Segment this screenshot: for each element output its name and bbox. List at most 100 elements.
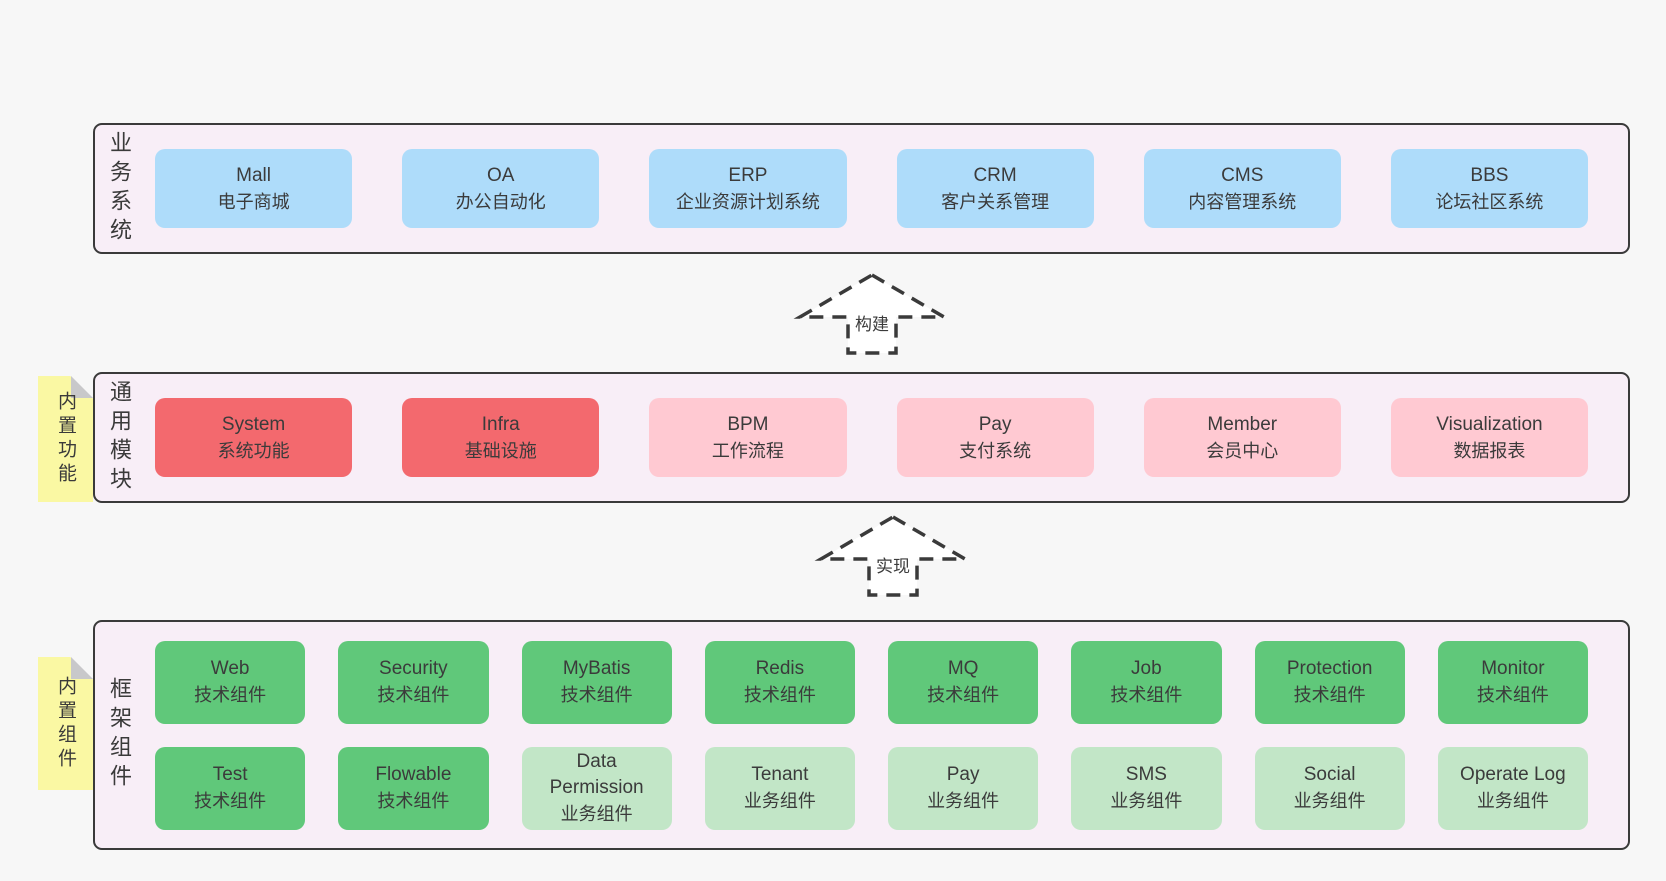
sticky-components-label: 内置组件 bbox=[55, 675, 76, 772]
box-title: BBS bbox=[1470, 164, 1509, 186]
box-subtitle: 基础设施 bbox=[464, 440, 537, 461]
box-title: CMS bbox=[1221, 164, 1264, 186]
sticky-functions-label: 内置功能 bbox=[55, 391, 76, 487]
box-subtitle: 企业资源计划系统 bbox=[675, 191, 820, 212]
box-title: Web bbox=[210, 658, 250, 679]
box-flowable: Flowable 技术组件 bbox=[338, 746, 489, 830]
box-mybatis: MyBatis 技术组件 bbox=[521, 640, 672, 724]
box-subtitle: 技术组件 bbox=[377, 685, 450, 705]
box-erp: ERP 企业资源计划系统 bbox=[649, 149, 847, 228]
box-pay: Pay 支付系统 bbox=[896, 398, 1094, 477]
box-web: Web 技术组件 bbox=[155, 640, 306, 724]
box-pay: Pay 业务组件 bbox=[888, 746, 1039, 830]
box-title: Tenant bbox=[751, 764, 809, 785]
box-subtitle: 论坛社区系统 bbox=[1435, 191, 1544, 212]
implement-arrow-label: 实现 bbox=[876, 557, 910, 576]
box-title: Monitor bbox=[1481, 658, 1545, 679]
box-subtitle: 业务组件 bbox=[1110, 791, 1183, 811]
box-title: Member bbox=[1207, 413, 1278, 435]
box-title: Test bbox=[212, 764, 248, 785]
box-member: Member 会员中心 bbox=[1143, 398, 1341, 477]
up-arrow-icon bbox=[793, 272, 951, 355]
panel-framework-label: 框架组件 bbox=[107, 677, 132, 793]
box-subtitle: 技术组件 bbox=[743, 685, 816, 705]
box-redis: Redis 技术组件 bbox=[704, 640, 855, 724]
box-title: Flowable bbox=[375, 764, 452, 785]
box-subtitle: 系统功能 bbox=[217, 440, 290, 461]
box-tenant: Tenant 业务组件 bbox=[704, 746, 855, 830]
box-subtitle: 数据报表 bbox=[1453, 440, 1526, 461]
box-title: Job bbox=[1131, 658, 1162, 679]
box-operate-log: Operate Log 业务组件 bbox=[1437, 746, 1588, 830]
box-cms: CMS 内容管理系统 bbox=[1143, 149, 1341, 228]
box-title: Mall bbox=[236, 164, 271, 186]
box-title: MQ bbox=[947, 658, 979, 679]
box-subtitle: 业务组件 bbox=[1476, 791, 1549, 811]
box-subtitle: 电子商城 bbox=[217, 191, 290, 212]
box-oa: OA 办公自动化 bbox=[402, 149, 600, 228]
box-title: Protection bbox=[1286, 658, 1373, 679]
component-row: Mall 电子商城 OA 办公自动化 ERP 企业资源计划系统 CRM 客户关系管理 CMS 内容… bbox=[155, 149, 1589, 228]
box-title: System bbox=[221, 413, 286, 435]
box-protection: Protection 技术组件 bbox=[1254, 640, 1405, 724]
box-subtitle: 办公自动化 bbox=[455, 191, 546, 212]
box-subtitle: 业务组件 bbox=[927, 791, 1000, 811]
panel-business-systems: 业务系统 Mall 电子商城 OA 办公自动化 ERP 企业资源计划系统 CRM 客户关系管理… bbox=[93, 123, 1630, 254]
box-subtitle: 内容管理系统 bbox=[1188, 191, 1297, 212]
box-test: Test 技术组件 bbox=[155, 746, 306, 830]
box-title: Pay bbox=[946, 764, 980, 785]
box-mall: Mall 电子商城 bbox=[155, 149, 353, 228]
box-visualization: Visualization 数据报表 bbox=[1390, 398, 1589, 477]
box-subtitle: 会员中心 bbox=[1206, 440, 1279, 461]
box-title: Redis bbox=[755, 658, 805, 679]
implement-arrow: 实现 bbox=[814, 514, 972, 597]
box-system: System 系统功能 bbox=[155, 398, 353, 477]
box-subtitle: 技术组件 bbox=[1293, 685, 1366, 705]
box-bbs: BBS 论坛社区系统 bbox=[1390, 149, 1589, 228]
box-title: ERP bbox=[728, 164, 768, 186]
box-monitor: Monitor 技术组件 bbox=[1437, 640, 1588, 724]
panel-business-label: 业务系统 bbox=[107, 130, 132, 247]
box-subtitle: 技术组件 bbox=[560, 685, 633, 705]
box-title: MyBatis bbox=[562, 658, 631, 679]
box-infra: Infra 基础设施 bbox=[402, 398, 600, 477]
box-subtitle: 技术组件 bbox=[1476, 685, 1549, 705]
box-sms: SMS 业务组件 bbox=[1071, 746, 1222, 830]
sticky-built-in-components: 内置组件 bbox=[38, 657, 93, 790]
box-subtitle: 技术组件 bbox=[927, 685, 1000, 705]
box-subtitle: 业务组件 bbox=[1293, 791, 1366, 811]
panel-business-rows: Mall 电子商城 OA 办公自动化 ERP 企业资源计划系统 CRM 客户关系管理 CMS 内容… bbox=[155, 125, 1589, 252]
box-title: Operate Log bbox=[1460, 764, 1566, 785]
box-title: Visualization bbox=[1436, 413, 1543, 435]
box-title: Social bbox=[1303, 764, 1356, 785]
box-title: CRM bbox=[973, 164, 1017, 186]
box-subtitle: 支付系统 bbox=[959, 440, 1032, 461]
build-arrow-label: 构建 bbox=[855, 315, 889, 334]
box-subtitle: 工作流程 bbox=[711, 440, 784, 461]
box-subtitle: 技术组件 bbox=[377, 791, 450, 811]
box-title: Data Permission bbox=[549, 751, 644, 798]
box-subtitle: 技术组件 bbox=[194, 791, 267, 811]
box-title: OA bbox=[487, 164, 515, 186]
box-title: Pay bbox=[978, 413, 1012, 435]
box-subtitle: 客户关系管理 bbox=[941, 191, 1050, 212]
up-arrow-icon bbox=[814, 514, 972, 597]
box-subtitle: 技术组件 bbox=[194, 685, 267, 705]
box-title: SMS bbox=[1125, 764, 1167, 785]
sticky-built-in-functions: 内置功能 bbox=[38, 376, 93, 502]
box-title: Security bbox=[379, 658, 448, 679]
panel-modules-label: 通用模块 bbox=[107, 379, 132, 496]
box-subtitle: 业务组件 bbox=[743, 791, 816, 811]
box-title: Infra bbox=[481, 413, 520, 435]
